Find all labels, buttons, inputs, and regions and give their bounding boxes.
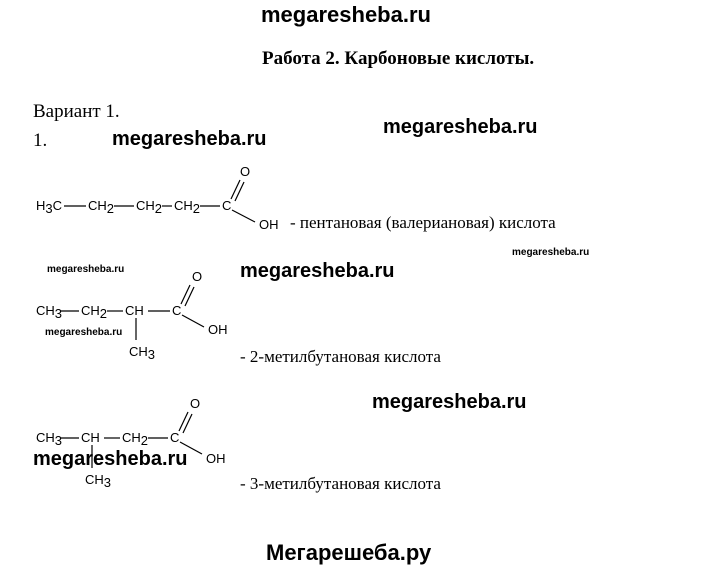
c1-ch2c: CH2	[174, 198, 200, 216]
c1-oh: OH	[259, 217, 279, 232]
c2-ch: CH	[125, 303, 144, 318]
c2-oh: OH	[208, 322, 228, 337]
item-number: 1.	[33, 130, 48, 151]
watermark-top: megaresheba.ru	[261, 2, 431, 27]
watermark-bottom-left: megaresheba.ru	[33, 448, 188, 470]
page-title: Работа 2. Карбоновые кислоты.	[262, 48, 535, 69]
c2-o: O	[192, 269, 202, 284]
c2-ch2: CH2	[81, 303, 107, 321]
footer-site-name: Мегарешеба.ру	[266, 540, 432, 565]
c3-ch2: CH2	[122, 430, 148, 448]
watermark-mid-center: megaresheba.ru	[240, 260, 395, 282]
c2-c: C	[172, 303, 181, 318]
c3-branch: CH3	[85, 472, 111, 490]
watermark-small-left-2: megaresheba.ru	[45, 327, 123, 338]
c2-branch: CH3	[129, 344, 155, 362]
c3-oh: OH	[206, 451, 226, 466]
c3-c: C	[170, 430, 179, 445]
c3-ch3: CH3	[36, 430, 62, 448]
c1-ch2b: CH2	[136, 198, 162, 216]
c1-ch2a: CH2	[88, 198, 114, 216]
watermark-near-variant: megaresheba.ru	[112, 128, 267, 150]
watermark-small-left-1: megaresheba.ru	[47, 264, 125, 275]
c3-o: O	[190, 396, 200, 411]
compound-3-name: - 3-метилбутановая кислота	[240, 474, 441, 493]
c2-ch3: CH3	[36, 303, 62, 321]
c1-h3c: H3C	[36, 198, 62, 216]
watermark-small-right: megaresheba.ru	[512, 247, 590, 258]
variant-label: Вариант 1.	[33, 101, 120, 122]
c1-c: C	[222, 198, 231, 213]
compound-2-name: - 2-метилбутановая кислота	[240, 347, 441, 366]
watermark-mid-right-1: megaresheba.ru	[383, 116, 538, 138]
compound-1-name: - пентановая (валериановая) кислота	[290, 213, 556, 232]
watermark-mid-right-2: megaresheba.ru	[372, 391, 527, 413]
c3-ch: CH	[81, 430, 100, 445]
c1-o: O	[240, 164, 250, 179]
